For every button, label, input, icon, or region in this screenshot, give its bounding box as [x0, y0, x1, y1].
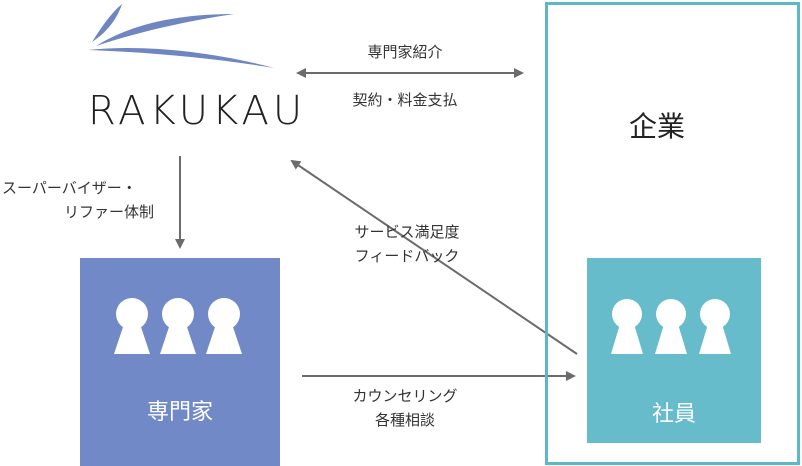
experts-people — [114, 298, 242, 354]
feedback-label-line1: サービス満足度 — [354, 223, 460, 241]
person-icon — [699, 299, 731, 354]
counseling-label-line2: 各種相談 — [374, 411, 435, 429]
employees-title: 社員 — [651, 402, 696, 427]
person-icon — [114, 298, 150, 354]
referral-label: 専門家紹介 — [367, 43, 443, 61]
employees-people — [611, 299, 731, 354]
company-box: 企業 — [545, 2, 800, 465]
employees-box: 社員 — [587, 258, 761, 443]
person-icon — [206, 298, 242, 354]
experts-title: 専門家 — [146, 400, 213, 425]
feedback-label-line2: フィードバック — [354, 247, 460, 265]
supervisor-label: スーパーバイザー・ リファー体制 — [2, 176, 174, 224]
person-icon — [611, 299, 643, 354]
contract-label: 契約・料金支払 — [352, 91, 458, 109]
experts-box: 専門家 — [80, 258, 280, 466]
counseling-label: カウンセリング 各種相談 — [330, 384, 480, 432]
company-title: 企業 — [628, 110, 685, 143]
counseling-label-line1: カウンセリング — [352, 387, 458, 405]
rakukau-logo: RAKUKAU — [84, 0, 302, 135]
feedback-arrow — [290, 159, 578, 355]
leaf-logo-icon — [88, 4, 274, 68]
person-icon — [160, 298, 196, 354]
supervisor-label-line1: スーパーバイザー・ — [2, 179, 137, 197]
supervisor-label-line2: リファー体制 — [63, 203, 154, 221]
person-icon — [655, 299, 687, 354]
feedback-label: サービス満足度 フィードバック — [322, 220, 492, 268]
logo-text: RAKUKAU — [88, 88, 307, 134]
